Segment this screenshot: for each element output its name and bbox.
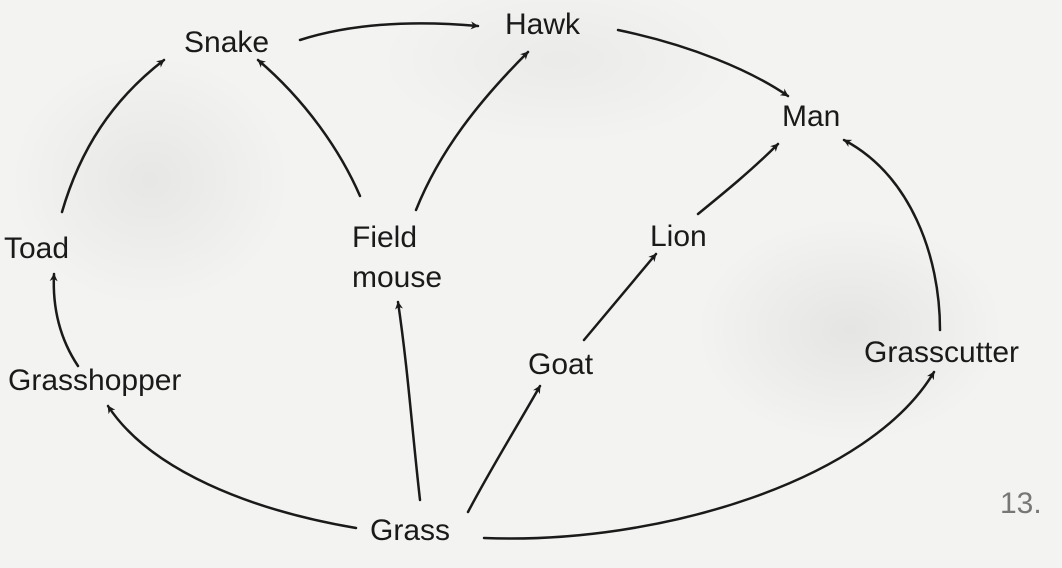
- node-grasscutter: Grasscutter: [864, 336, 1020, 369]
- bleed-through-text: 13.: [1000, 487, 1042, 520]
- node-snake: Snake: [184, 26, 270, 59]
- node-toad: Toad: [4, 232, 70, 265]
- arrow-goat-to-lion: [582, 252, 658, 342]
- node-grass: Grass: [370, 514, 451, 547]
- arrow-grass-to-grasshopper: [106, 404, 358, 530]
- arrow-grass-to-goat: [466, 384, 542, 514]
- arrow-lion-to-man: [696, 142, 780, 216]
- node-goat: Goat: [528, 348, 594, 381]
- node-lion: Lion: [650, 220, 707, 253]
- node-grasshopper: Grasshopper: [8, 364, 182, 397]
- arrow-toad-to-snake: [60, 58, 166, 214]
- arrow-hawk-to-man: [616, 28, 790, 98]
- arrow-grasscutter-to-man: [842, 138, 942, 332]
- arrow-field-mouse-to-snake: [256, 58, 362, 198]
- node-field-mouse: Field mouse: [352, 221, 443, 294]
- node-hawk: Hawk: [505, 8, 581, 41]
- arrow-snake-to-hawk: [298, 21, 480, 42]
- arrow-grass-to-grasscutter: [482, 370, 936, 540]
- arrow-grasshopper-to-toad: [49, 272, 80, 368]
- arrow-field-mouse-to-hawk: [414, 50, 530, 212]
- arrow-grass-to-field-mouse: [395, 300, 422, 502]
- node-man: Man: [782, 100, 841, 133]
